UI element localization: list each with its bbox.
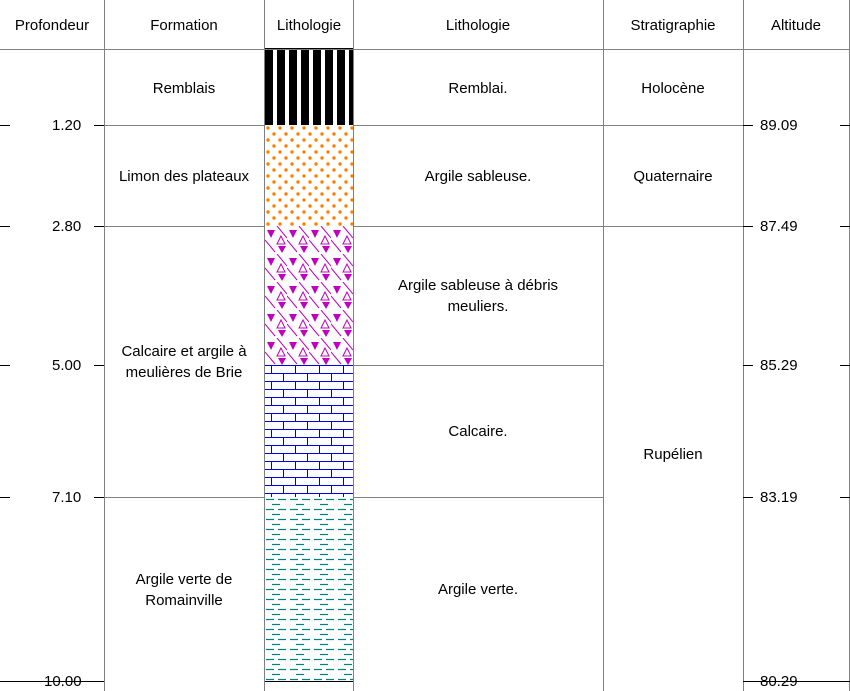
formation-label: Remblais (152, 79, 216, 97)
litho-calcaire (265, 365, 353, 497)
header-formation: Formation (150, 16, 218, 34)
altitude-value: 89.09 (760, 117, 798, 134)
lithology-description: Argile sableuse. (424, 167, 532, 185)
formation-label: Limon des plateaux (118, 167, 250, 185)
formation-label: Argile verte de Romainville (135, 570, 233, 609)
depth-value: 1.20 (52, 117, 82, 134)
litho-limon (265, 125, 353, 226)
altitude-value: 83.19 (760, 489, 798, 506)
litho-argile-verte (265, 497, 353, 681)
header-lithology: Lithologie (445, 16, 511, 34)
lithology-description: Remblai. (448, 79, 508, 97)
header-lithology-column: Lithologie (276, 16, 342, 34)
altitude-value: 80.29 (760, 673, 798, 690)
depth-ticks (0, 125, 850, 682)
stratigraphy-label: Holocène (641, 79, 705, 97)
litho-meuliere (265, 226, 353, 365)
depth-value: 7.10 (52, 489, 82, 506)
stratigraphy-label: Rupélien (643, 445, 703, 463)
lithology-description: Argile verte. (437, 581, 519, 598)
altitude-value: 85.29 (760, 357, 798, 374)
header-altitude: Altitude (770, 16, 822, 34)
altitude-value: 87.49 (760, 218, 798, 235)
litho-remblai (265, 48, 353, 125)
header-stratigraphy: Stratigraphie (630, 16, 716, 34)
header-depth: Profondeur (14, 16, 90, 34)
depth-value: 2.80 (52, 218, 82, 235)
stratigraphy-label: Quaternaire (633, 167, 713, 185)
depth-value: 10.00 (44, 673, 82, 690)
lithology-description: Argile sableuse à débris meuliers. (397, 277, 559, 315)
depth-value: 5.00 (52, 357, 82, 374)
lithology-description: Calcaire. (448, 423, 508, 440)
formation-label: Calcaire et argile à meulières de Brie (121, 343, 247, 381)
